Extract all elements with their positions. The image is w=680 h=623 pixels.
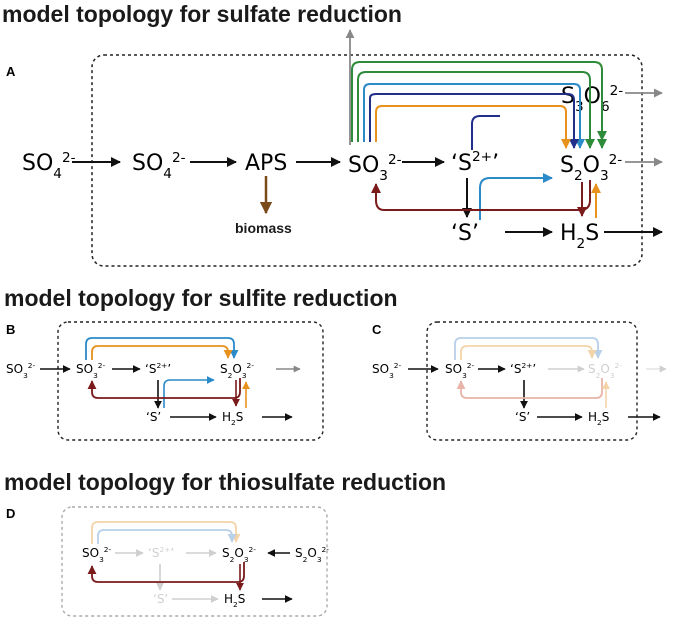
panel-c-sulfite-outside: SO32- [372, 361, 402, 380]
panel-d-arc-blue-faded [97, 529, 237, 544]
panel-d-cell-boundary [61, 506, 328, 617]
panel-a-sulfur: ‘S’ [451, 221, 479, 246]
panel-b-s2plus: ‘S2+’ [145, 361, 171, 376]
title-thiosulfate-reduction: model topology for thiosulfate reduction [4, 469, 446, 495]
panel-c-label: C [372, 322, 382, 337]
panel-d-thiosulfate-outside: S2O32- [295, 545, 329, 564]
panel-c-h2s: H2S [588, 410, 609, 427]
panel-a-trithionate: S3O62- [561, 83, 623, 115]
panel-b-arc-blue-sulfur [163, 376, 215, 408]
panel-a-arc-navy [369, 93, 579, 149]
panel-a-label: A [6, 64, 16, 79]
panel-c-arc-orange-faded [460, 345, 597, 360]
panel-d-s2plus-faded: ‘S2+’ [148, 545, 174, 560]
panel-a-s2plus: ‘S2+’ [451, 149, 499, 176]
panel-d-label: D [6, 506, 15, 521]
panel-b-h2s: H2S [222, 410, 243, 427]
panel-d: D SO32- ‘S2+’ S2O32- S2O32- ‘S’ H2S [6, 506, 329, 617]
panel-a-thiosulfate: S2O32- [560, 152, 622, 184]
panel-c-sulfite: SO32- [445, 361, 475, 380]
panel-c-cell-boundary [426, 321, 638, 441]
panel-a-arc-blue-upper [363, 83, 585, 149]
panel-a-arc-orange [375, 105, 571, 149]
panel-c-sulfur: ‘S’ [515, 410, 530, 424]
panel-c: C SO32- SO32- ‘S2+’ S2O32- ‘S’ H2S [372, 321, 667, 441]
panel-b-thiosulfate: S2O32- [220, 361, 254, 380]
panel-d-arc-darkred-return [87, 562, 245, 583]
panel-a-sulfate-inside: SO42- [132, 150, 186, 182]
panel-a-arc-navy-s2plus-stem [471, 115, 500, 150]
panel-b-sulfur: ‘S’ [146, 410, 161, 424]
panel-b-label: B [6, 322, 15, 337]
panel-b-arc-darkred-return [87, 378, 241, 399]
panel-b: B SO32- SO32- ‘S2+’ S2O32- ‘S’ H2S [6, 321, 324, 441]
panel-a-sulfate-outside: SO42- [22, 150, 76, 182]
panel-a-arc-blue-sulfur-to-thiosulfate [479, 173, 553, 220]
title-sulfite-reduction: model topology for sulfite reduction [4, 285, 398, 311]
panel-a-arc-green-mid [357, 71, 595, 149]
panel-b-arc-orange [91, 345, 233, 360]
panel-a: A SO42- SO42- APS biomass SO32- ‘S2+’ S2… [6, 29, 663, 267]
panel-a-aps: APS [245, 151, 287, 176]
panel-d-thiosulfate: S2O32- [222, 545, 256, 564]
panel-b-cell-boundary [57, 321, 324, 441]
panel-d-sulfur-faded: ‘S’ [153, 592, 168, 606]
panel-a-h2s: H2S [560, 221, 599, 252]
panel-c-arc-red-faded [456, 378, 603, 399]
panel-d-h2s: H2S [224, 592, 245, 609]
panel-d-sulfite: SO32- [82, 545, 112, 564]
panel-b-sulfite: SO32- [76, 361, 106, 380]
panel-a-biomass: biomass [235, 220, 292, 236]
panel-c-arc-blue-faded [454, 337, 603, 360]
panel-a-arc-green-outer [351, 61, 607, 149]
panel-a-arc-darkred-return [371, 180, 591, 211]
panel-a-cell-boundary [91, 54, 643, 267]
panel-b-arc-blue [85, 337, 239, 360]
panel-c-s2plus: ‘S2+’ [510, 361, 536, 376]
panel-d-arc-orange-faded [91, 521, 241, 544]
panel-a-sulfite: SO32- [348, 152, 402, 184]
panel-b-sulfite-outside: SO32- [6, 361, 36, 380]
title-sulfate-reduction: model topology for sulfate reduction [2, 1, 402, 27]
panel-c-thiosulfate-faded: S2O32- [588, 361, 622, 380]
